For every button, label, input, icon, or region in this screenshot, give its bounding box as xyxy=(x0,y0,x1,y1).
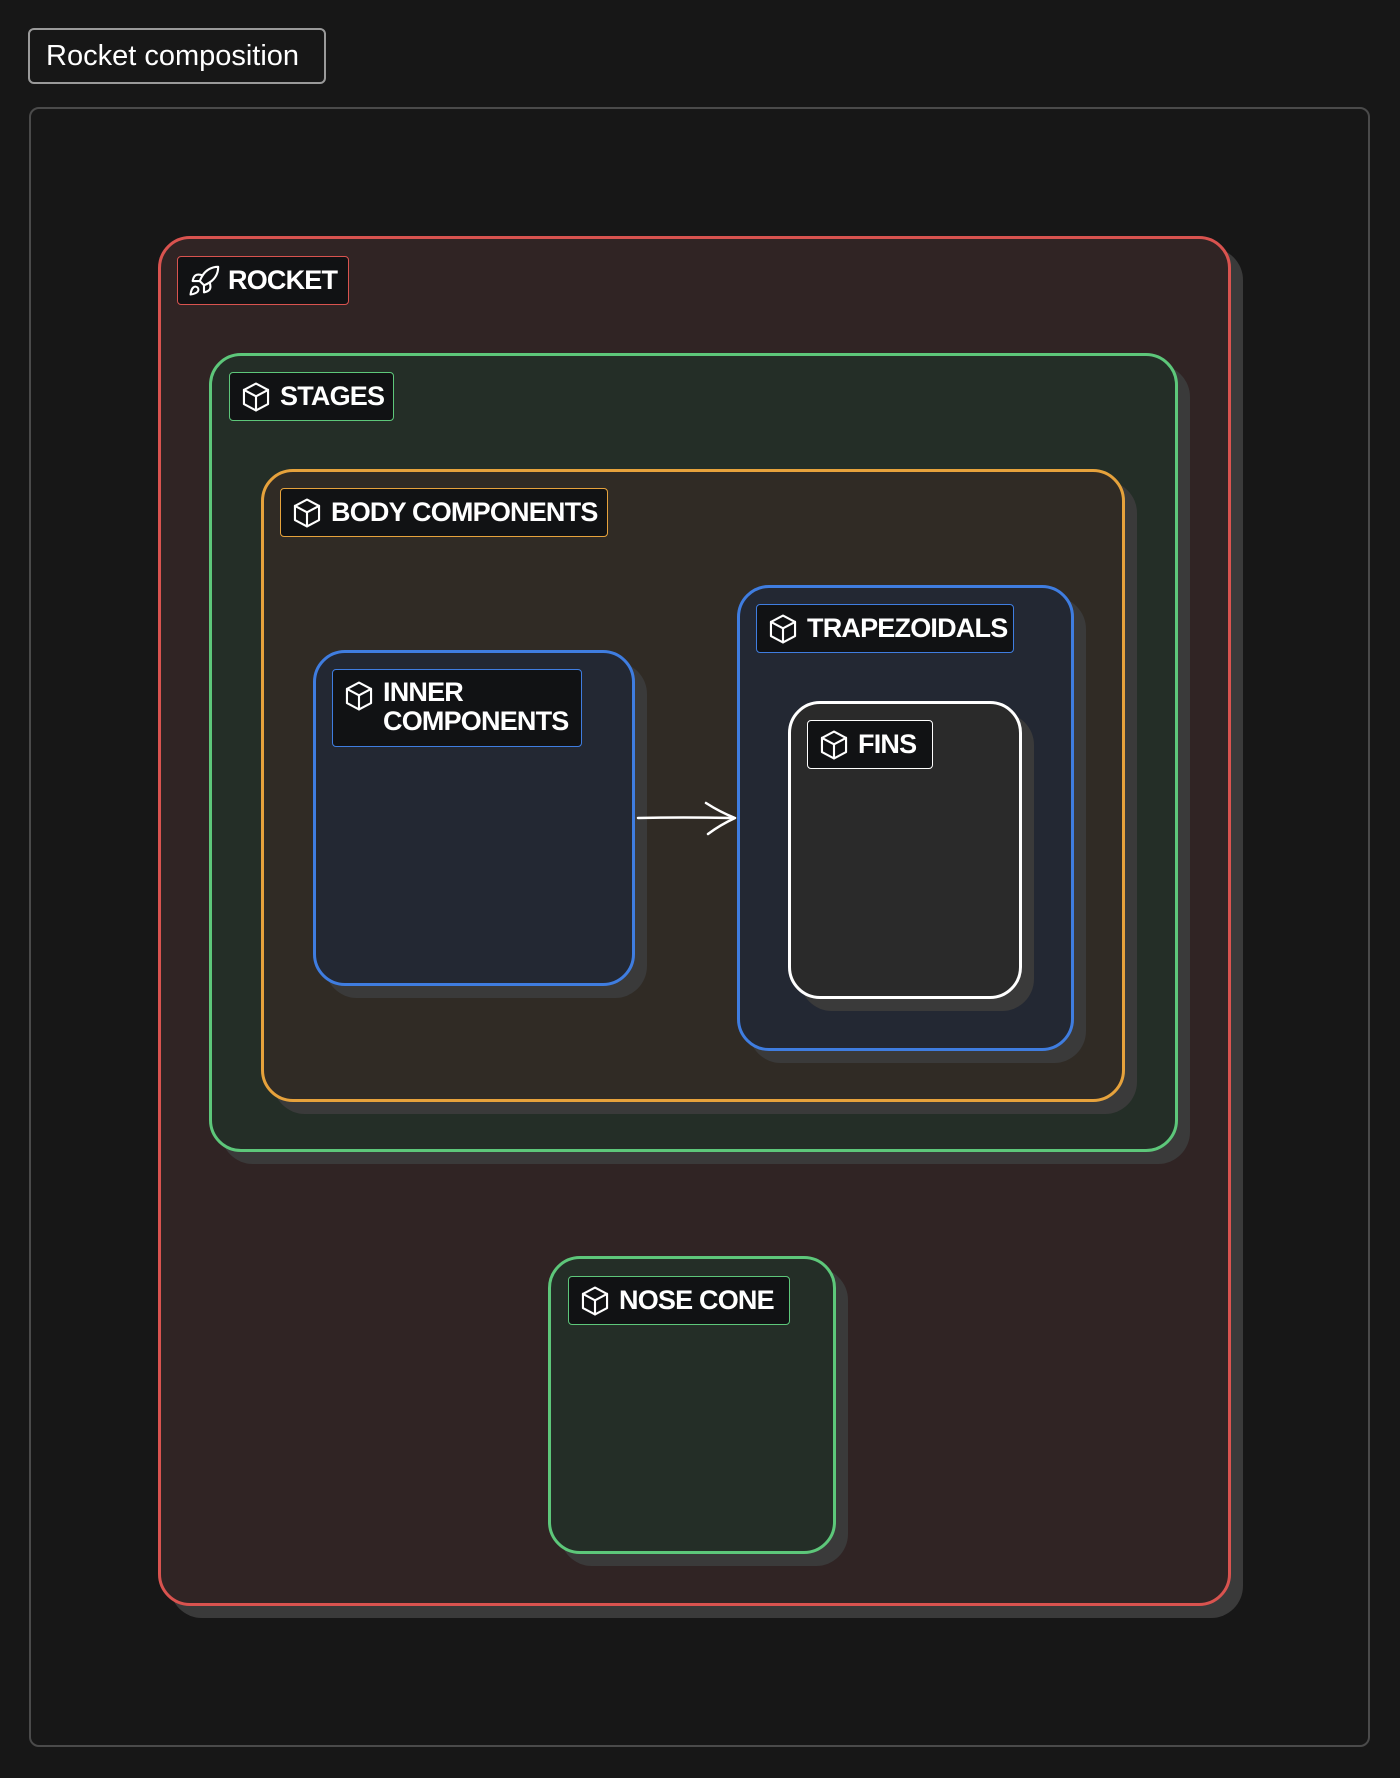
fins-label-text: FINS xyxy=(858,729,917,759)
cube-icon xyxy=(765,611,801,647)
cube-icon xyxy=(289,495,325,531)
diagram-canvas xyxy=(29,107,1370,1747)
trapezoidals-label: TRAPEZOIDALS xyxy=(756,604,1014,653)
nose-cone-label-text: NOSE CONE xyxy=(619,1285,775,1315)
inner-components-label: INNER COMPONENTS xyxy=(332,669,582,747)
edge-line xyxy=(636,816,734,820)
diagram-title: Rocket composition xyxy=(28,28,326,84)
body-components-label: BODY COMPONENTS xyxy=(280,488,608,537)
inner-components-label-text: INNER COMPONENTS xyxy=(383,677,569,736)
fins-label: FINS xyxy=(807,720,933,769)
body-components-label-text: BODY COMPONENTS xyxy=(331,497,598,527)
nose-cone-label: NOSE CONE xyxy=(568,1276,790,1325)
edge-arrow xyxy=(636,801,737,836)
trapezoidals-label-text: TRAPEZOIDALS xyxy=(807,613,1008,643)
cube-icon xyxy=(341,678,377,714)
arrowhead-icon xyxy=(704,801,737,836)
stages-label: STAGES xyxy=(229,372,394,421)
rocket-label: ROCKET xyxy=(177,256,349,305)
cube-icon xyxy=(816,727,852,763)
cube-icon xyxy=(238,379,274,415)
rocket-label-text: ROCKET xyxy=(228,265,338,295)
rocket-icon xyxy=(186,263,222,299)
cube-icon xyxy=(577,1283,613,1319)
stages-label-text: STAGES xyxy=(280,381,385,411)
